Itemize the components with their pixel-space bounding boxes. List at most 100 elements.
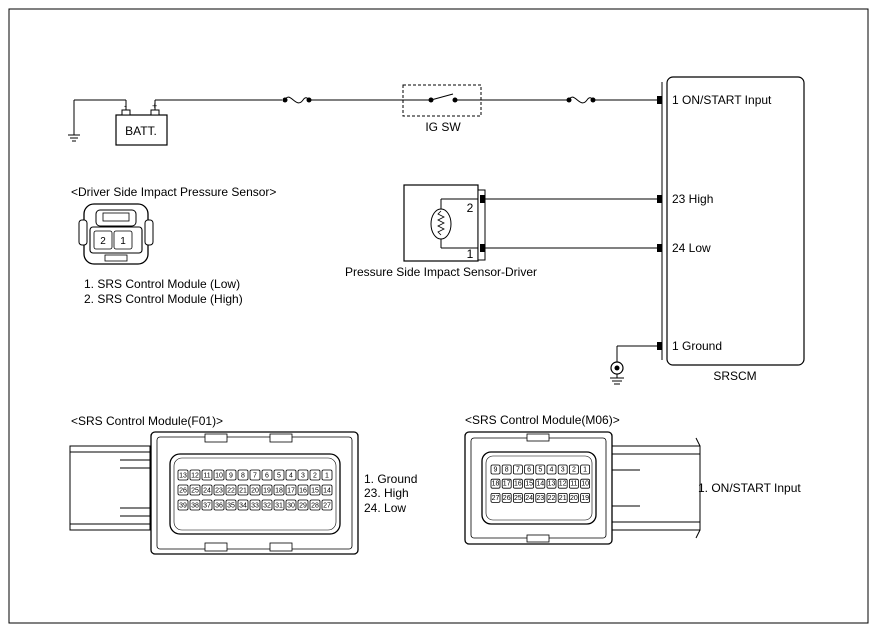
- connector-pin-cell: [580, 478, 590, 489]
- connector-pin-number: 12: [191, 473, 199, 480]
- connector-pin-number: 1: [325, 473, 329, 480]
- driver-connector-title: <Driver Side Impact Pressure Sensor>: [71, 185, 276, 199]
- connector-pin-number: 11: [203, 473, 210, 480]
- connector-pin-cell: [557, 492, 568, 503]
- pin-terminal: [657, 195, 662, 203]
- pin-ground-label: 1 Ground: [672, 339, 722, 353]
- connector-pin-cell: [524, 478, 534, 489]
- connector-pin-cell: [309, 469, 321, 481]
- connector-pin-cell: [490, 478, 501, 489]
- f01-legend-2: 23. High: [364, 486, 409, 500]
- connector-pin-cell: [569, 492, 579, 503]
- connector-pin-cell: [189, 469, 201, 481]
- connector-pin-number: 27: [492, 495, 500, 502]
- connector-pin-cell: [237, 484, 249, 496]
- power-circuit: - + BATT. IG SW: [68, 84, 657, 146]
- driver-connector-legend-1: 1. SRS Control Module (Low): [84, 277, 240, 291]
- connector-pin-number: 14: [323, 488, 331, 495]
- sensor-pin-1: 1: [467, 247, 474, 261]
- connector-pin-cell: [213, 499, 225, 511]
- pin-terminal: [657, 244, 662, 252]
- connector-pin-number: 14: [536, 481, 544, 488]
- connector-pin-number: 23: [215, 488, 223, 495]
- connector-pin-cell: [273, 484, 285, 496]
- connector-pin-cell: [261, 469, 273, 481]
- f01-legend-3: 24. Low: [364, 501, 406, 515]
- driver-connector-pin: 1: [120, 236, 126, 247]
- connector-pin-number: 8: [241, 473, 245, 480]
- connector-pin-number: 11: [570, 481, 577, 488]
- connector-pin-cell: [213, 469, 225, 481]
- connector-pin-number: 2: [572, 467, 576, 474]
- connector-pin-cell: [261, 499, 273, 511]
- connector-pin-number: 24: [525, 495, 533, 502]
- connector-pin-cell: [557, 478, 568, 489]
- connector-pin-number: 34: [239, 503, 247, 510]
- connector-pin-cell: [297, 484, 309, 496]
- connector-pin-number: 7: [253, 473, 257, 480]
- driver-connector-pin: 2: [100, 236, 106, 247]
- connector-pin-cell: [273, 469, 285, 481]
- connector-pin-number: 4: [550, 467, 554, 474]
- connector-pin-number: 35: [227, 503, 235, 510]
- srscm-label: SRSCM: [713, 369, 756, 383]
- connector-pin-cell: [569, 478, 579, 489]
- connector-pin-cell: [546, 492, 557, 503]
- connector-pin-number: 36: [215, 503, 223, 510]
- connector-pin-number: 9: [229, 473, 233, 480]
- pin-low-label: 24 Low: [672, 241, 711, 255]
- connector-pin-number: 3: [561, 467, 565, 474]
- connector-pin-number: 9: [494, 467, 498, 474]
- connector-pin-cell: [546, 464, 557, 475]
- fuse-icon: [566, 96, 596, 104]
- connector-pin-cell: [201, 499, 213, 511]
- connector-pin-number: 5: [277, 473, 281, 480]
- connector-pin-cell: [237, 499, 249, 511]
- connector-pin-cell: [309, 499, 321, 511]
- connector-pin-cell: [490, 464, 501, 475]
- connector-pin-cell: [501, 464, 512, 475]
- connector-pin-cell: [285, 484, 297, 496]
- pin-on-start-label: 1 ON/START Input: [672, 93, 772, 107]
- connector-pin-number: 2: [313, 473, 317, 480]
- connector-pin-number: 6: [527, 467, 531, 474]
- connector-pin-number: 10: [215, 473, 223, 480]
- connector-pin-cell: [237, 469, 249, 481]
- f01-legend-1: 1. Ground: [364, 472, 417, 486]
- connector-pin-number: 28: [311, 503, 319, 510]
- connector-pin-number: 22: [227, 488, 235, 495]
- connector-pin-cell: [524, 492, 534, 503]
- connector-pin-cell: [189, 499, 201, 511]
- ig-switch-label: IG SW: [425, 120, 461, 134]
- connector-pin-number: 15: [311, 488, 319, 495]
- m06-connector-title: <SRS Control Module(M06)>: [465, 413, 620, 427]
- connector-pin-number: 18: [492, 481, 500, 488]
- connector-pin-number: 6: [265, 473, 269, 480]
- connector-pin-cell: [225, 469, 237, 481]
- connector-pin-number: 29: [299, 503, 307, 510]
- fuse-icon: [282, 96, 312, 104]
- connector-pin-number: 1: [583, 467, 587, 474]
- connector-pin-cell: [249, 469, 261, 481]
- connector-pin-cell: [285, 499, 297, 511]
- connector-pin-cell: [261, 484, 273, 496]
- connector-pin-cell: [321, 484, 333, 496]
- connector-pin-number: 17: [287, 488, 295, 495]
- connector-pin-cell: [524, 464, 534, 475]
- sensor-connector: [477, 189, 486, 261]
- sensor-label: Pressure Side Impact Sensor-Driver: [345, 265, 537, 279]
- connector-pin-cell: [201, 469, 213, 481]
- connector-pin-number: 25: [514, 495, 522, 502]
- connector-pin-cell: [513, 492, 523, 503]
- connector-pin-number: 32: [263, 503, 271, 510]
- connector-pin-number: 10: [581, 481, 589, 488]
- connector-pin-cell: [535, 478, 546, 489]
- connector-pin-number: 23: [536, 495, 544, 502]
- connector-pin-number: 16: [514, 481, 522, 488]
- driver-connector-legend-2: 2. SRS Control Module (High): [84, 292, 243, 306]
- connector-pin-cell: [569, 464, 579, 475]
